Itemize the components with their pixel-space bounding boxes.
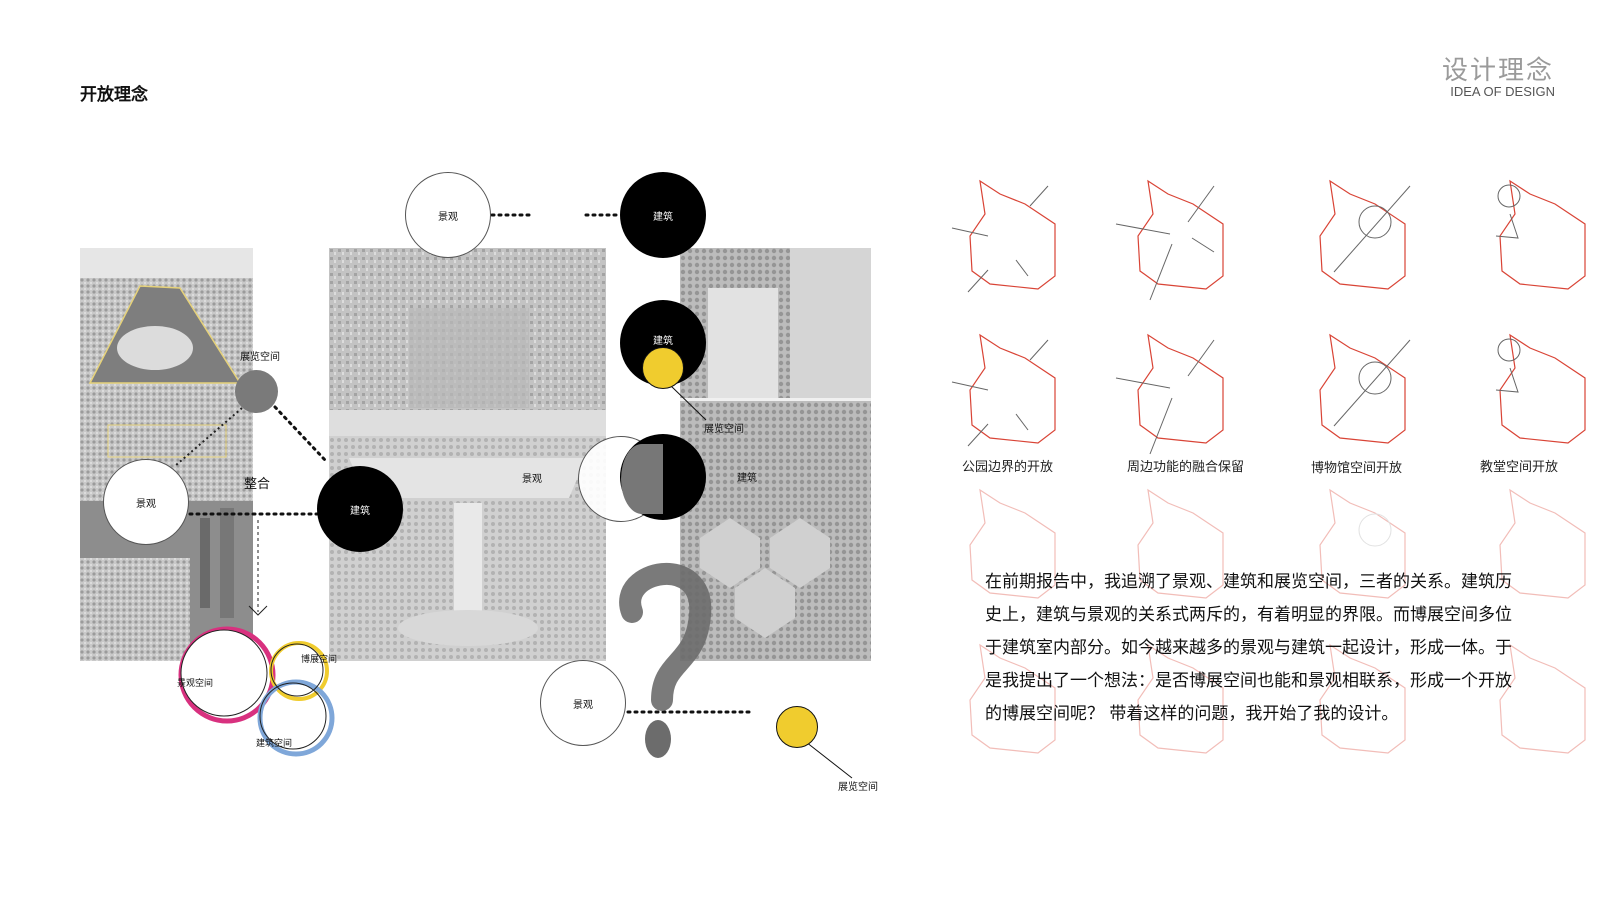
venn-label-bozhan: 博展空间: [301, 655, 338, 665]
landscape-circle-left: 景观: [103, 459, 189, 545]
aerial-photo-central-park: [80, 248, 253, 661]
description-paragraph: 在前期报告中，我追溯了景观、建筑和展览空间，三者的关系。建筑历史上，建筑与景观的…: [985, 572, 1512, 724]
exhibit-label-2: 展览空间: [838, 782, 878, 793]
question-mark: [619, 562, 712, 711]
building-circle-center: 建筑: [317, 466, 403, 552]
venn-label-building-space: 建筑空间: [256, 739, 293, 749]
landscape-circle-top: 景观: [405, 172, 491, 258]
overlap-lens: [621, 444, 663, 514]
caption-church-space: 教堂空间开放: [1480, 460, 1559, 475]
exhibit-circle-grey: [235, 370, 278, 413]
landscape-label-photo: 景观: [522, 474, 542, 485]
aerial-photo-interlace: [680, 248, 871, 661]
section-title-en: IDEA OF DESIGN: [1450, 84, 1555, 99]
exhibit-label-1: 展览空间: [704, 424, 744, 435]
landscape-circle-bottom: 景观: [540, 660, 626, 746]
caption-museum-space: 博物馆空间开放: [1311, 461, 1403, 476]
integrate-label: 整合: [244, 477, 271, 492]
venn-label-landscape-space: 景观空间: [177, 679, 214, 689]
page-title: 开放理念: [80, 85, 148, 105]
caption-park-boundary: 公园边界的开放: [962, 460, 1054, 475]
building-circle-top: 建筑: [620, 172, 706, 258]
exhibit-circle-bottom: [776, 706, 818, 748]
caption-surrounding-functions: 周边功能的融合保留: [1127, 460, 1245, 475]
exhibit-circle-yellow: [642, 347, 684, 389]
building-label-photo: 建筑: [737, 473, 757, 484]
section-title-cn: 设计理念: [1441, 56, 1554, 86]
exhibit-label-left: 展览空间: [240, 352, 280, 363]
